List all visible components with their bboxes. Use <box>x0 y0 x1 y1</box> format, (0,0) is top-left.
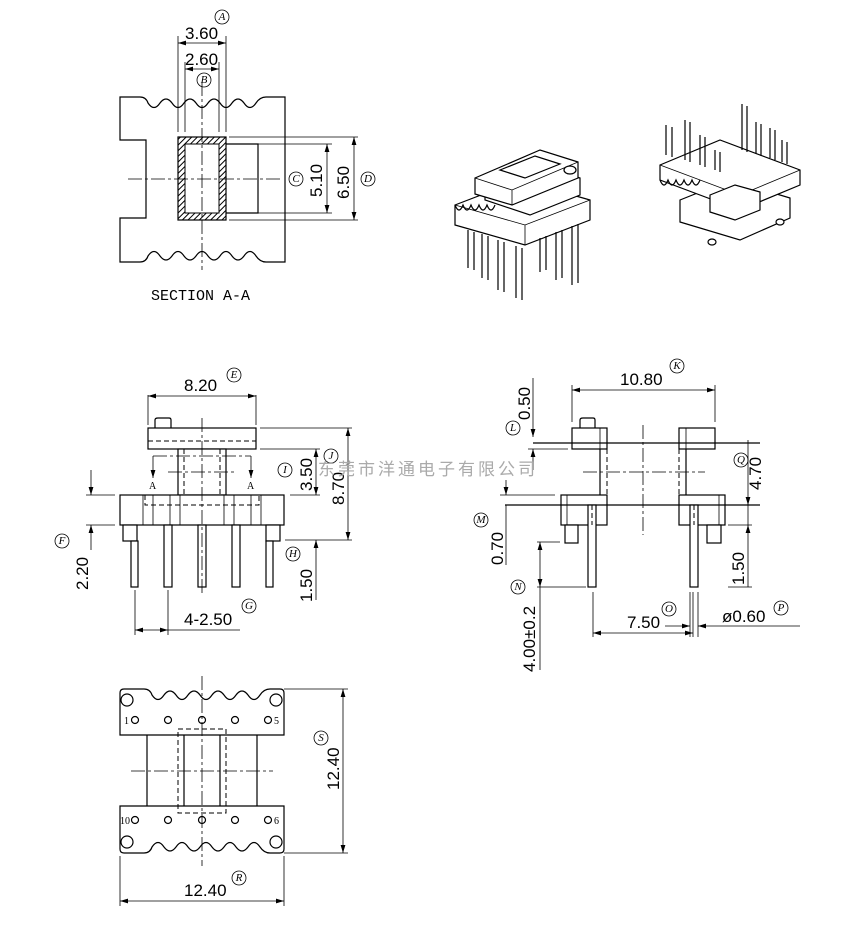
pin-number-1: 1 <box>124 716 129 727</box>
dim-f: 2.20 <box>73 557 92 590</box>
callout-p: P <box>773 600 789 616</box>
dim-c: 5.10 <box>307 164 326 197</box>
svg-text:P: P <box>777 602 785 614</box>
pin-number-6: 6 <box>274 816 279 827</box>
svg-text:Q: Q <box>737 454 745 466</box>
callout-b: B <box>196 72 212 88</box>
dim-q2: 1.50 <box>729 552 748 585</box>
dim-o: 7.50 <box>627 613 660 632</box>
dim-l: 0.50 <box>515 387 534 420</box>
dim-i: 3.50 <box>297 458 316 491</box>
svg-text:J: J <box>329 450 335 462</box>
dim-m: 0.70 <box>488 532 507 565</box>
callout-h: H <box>285 546 301 562</box>
dim-h: 1.50 <box>297 569 316 602</box>
svg-text:D: D <box>363 173 372 185</box>
front-view: A A 8.20 3.50 8.70 1.50 2.20 4-2.50 <box>73 376 352 635</box>
svg-text:H: H <box>288 548 298 560</box>
side-view: 10.80 0.50 0.70 4.00±0.2 4.70 1.50 7.50 … <box>488 370 800 672</box>
callout-l: L <box>505 420 521 436</box>
dim-g: 4-2.50 <box>184 610 232 629</box>
callout-q: Q <box>733 452 749 468</box>
callout-n: N <box>510 579 526 595</box>
dim-q: 4.70 <box>746 457 765 490</box>
isometric-view-top <box>454 149 591 300</box>
bottom-view: 1 5 10 6 12.40 12.40 <box>119 676 348 906</box>
watermark: 东莞市洋通电子有限公司 <box>318 460 538 480</box>
section-view: 3.60 2.60 5.10 6.50 SECTION A-A <box>119 24 358 305</box>
svg-text:K: K <box>672 360 681 372</box>
callout-s: S <box>313 730 329 746</box>
callout-d: D <box>360 171 376 187</box>
section-title: SECTION A-A <box>151 288 250 305</box>
svg-text:O: O <box>665 603 673 615</box>
dim-n: 4.00±0.2 <box>520 606 539 672</box>
section-mark-left: A <box>149 481 157 492</box>
dim-j: 8.70 <box>329 472 348 505</box>
callout-g: G <box>241 598 257 614</box>
isometric-view-bottom <box>659 104 801 246</box>
callout-r: R <box>231 870 247 886</box>
callouts: A B C D E F G H I J K L M N O P Q R S <box>54 9 789 886</box>
dim-e: 8.20 <box>184 376 217 395</box>
callout-j: J <box>323 448 339 464</box>
dim-p: ø0.60 <box>722 607 765 626</box>
dim-d: 6.50 <box>334 166 353 199</box>
svg-text:A: A <box>218 11 226 23</box>
callout-e: E <box>226 367 242 383</box>
section-mark-right: A <box>247 481 255 492</box>
svg-text:L: L <box>509 422 516 434</box>
svg-text:M: M <box>475 514 486 526</box>
svg-text:R: R <box>235 872 243 884</box>
svg-text:G: G <box>245 600 253 612</box>
callout-m: M <box>473 512 489 528</box>
callout-o: O <box>661 601 677 617</box>
svg-text:N: N <box>513 581 522 593</box>
svg-text:S: S <box>318 732 324 744</box>
svg-text:B: B <box>201 74 208 86</box>
svg-text:C: C <box>292 173 300 185</box>
callout-a: A <box>214 9 230 25</box>
svg-text:F: F <box>58 535 66 547</box>
dim-r: 12.40 <box>184 881 227 900</box>
callout-f: F <box>54 533 70 549</box>
pin-number-10: 10 <box>120 816 130 827</box>
dim-s: 12.40 <box>324 747 343 790</box>
callout-k: K <box>669 358 685 374</box>
dim-b: 2.60 <box>185 50 218 69</box>
svg-text:E: E <box>230 369 238 381</box>
callout-c: C <box>288 171 304 187</box>
dim-k: 10.80 <box>620 370 663 389</box>
pin-number-5: 5 <box>274 716 279 727</box>
dim-a: 3.60 <box>185 24 218 43</box>
svg-text:I: I <box>282 464 288 476</box>
callout-i: I <box>277 462 293 478</box>
